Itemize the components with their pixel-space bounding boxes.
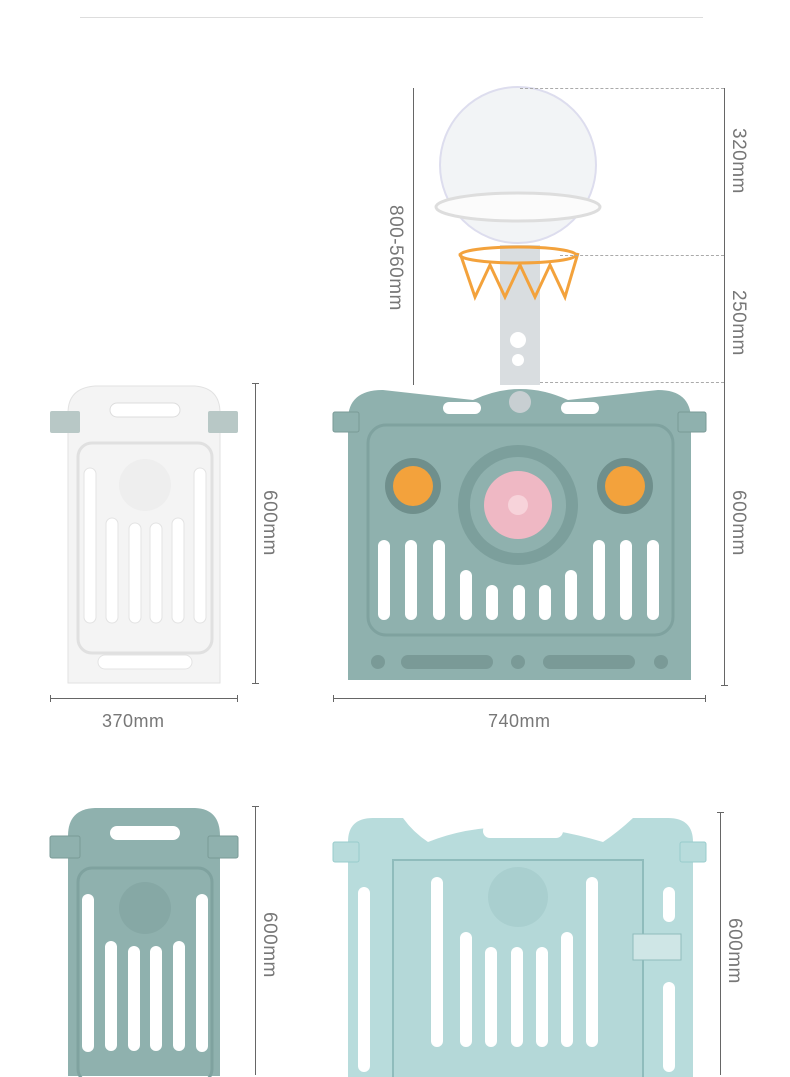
dash-guide-mid	[560, 255, 724, 256]
teal-panel-image	[49, 808, 239, 1077]
dim-line-gate-height	[720, 812, 721, 1075]
label-pole-height: 250mm	[728, 290, 749, 356]
label-gate-panel-height: 600mm	[724, 918, 745, 984]
dim-line-teal-height	[255, 806, 256, 1075]
dash-guide-top	[520, 88, 724, 89]
tick	[252, 806, 259, 807]
label-hoop-height-range: 800-560mm	[385, 205, 406, 311]
tick	[717, 812, 724, 813]
label-toy-panel-height: 600mm	[728, 490, 749, 556]
tick	[252, 683, 259, 684]
tick	[721, 685, 728, 686]
label-teal-panel-height: 600mm	[259, 912, 280, 978]
dim-line-hoop-range	[413, 88, 414, 385]
tick	[252, 383, 259, 384]
dash-guide-panel-top	[540, 382, 724, 383]
toy-panel-image	[332, 389, 707, 680]
top-divider	[80, 17, 703, 18]
tick	[333, 695, 334, 702]
tick	[50, 695, 51, 702]
label-white-panel-height: 600mm	[259, 490, 280, 556]
label-wide-width: 740mm	[488, 711, 551, 731]
label-narrow-width: 370mm	[102, 711, 165, 731]
basketball-hoop-image	[434, 86, 602, 385]
gate-panel-image	[332, 818, 707, 1077]
tick	[237, 695, 238, 702]
white-panel-image	[50, 385, 238, 684]
tick	[705, 695, 706, 702]
dim-line-narrow-width	[50, 698, 237, 699]
dim-line-right	[724, 88, 725, 685]
dim-line-wide-width	[333, 698, 705, 699]
label-backboard-height: 320mm	[728, 128, 749, 194]
dim-line-white-height	[255, 383, 256, 683]
